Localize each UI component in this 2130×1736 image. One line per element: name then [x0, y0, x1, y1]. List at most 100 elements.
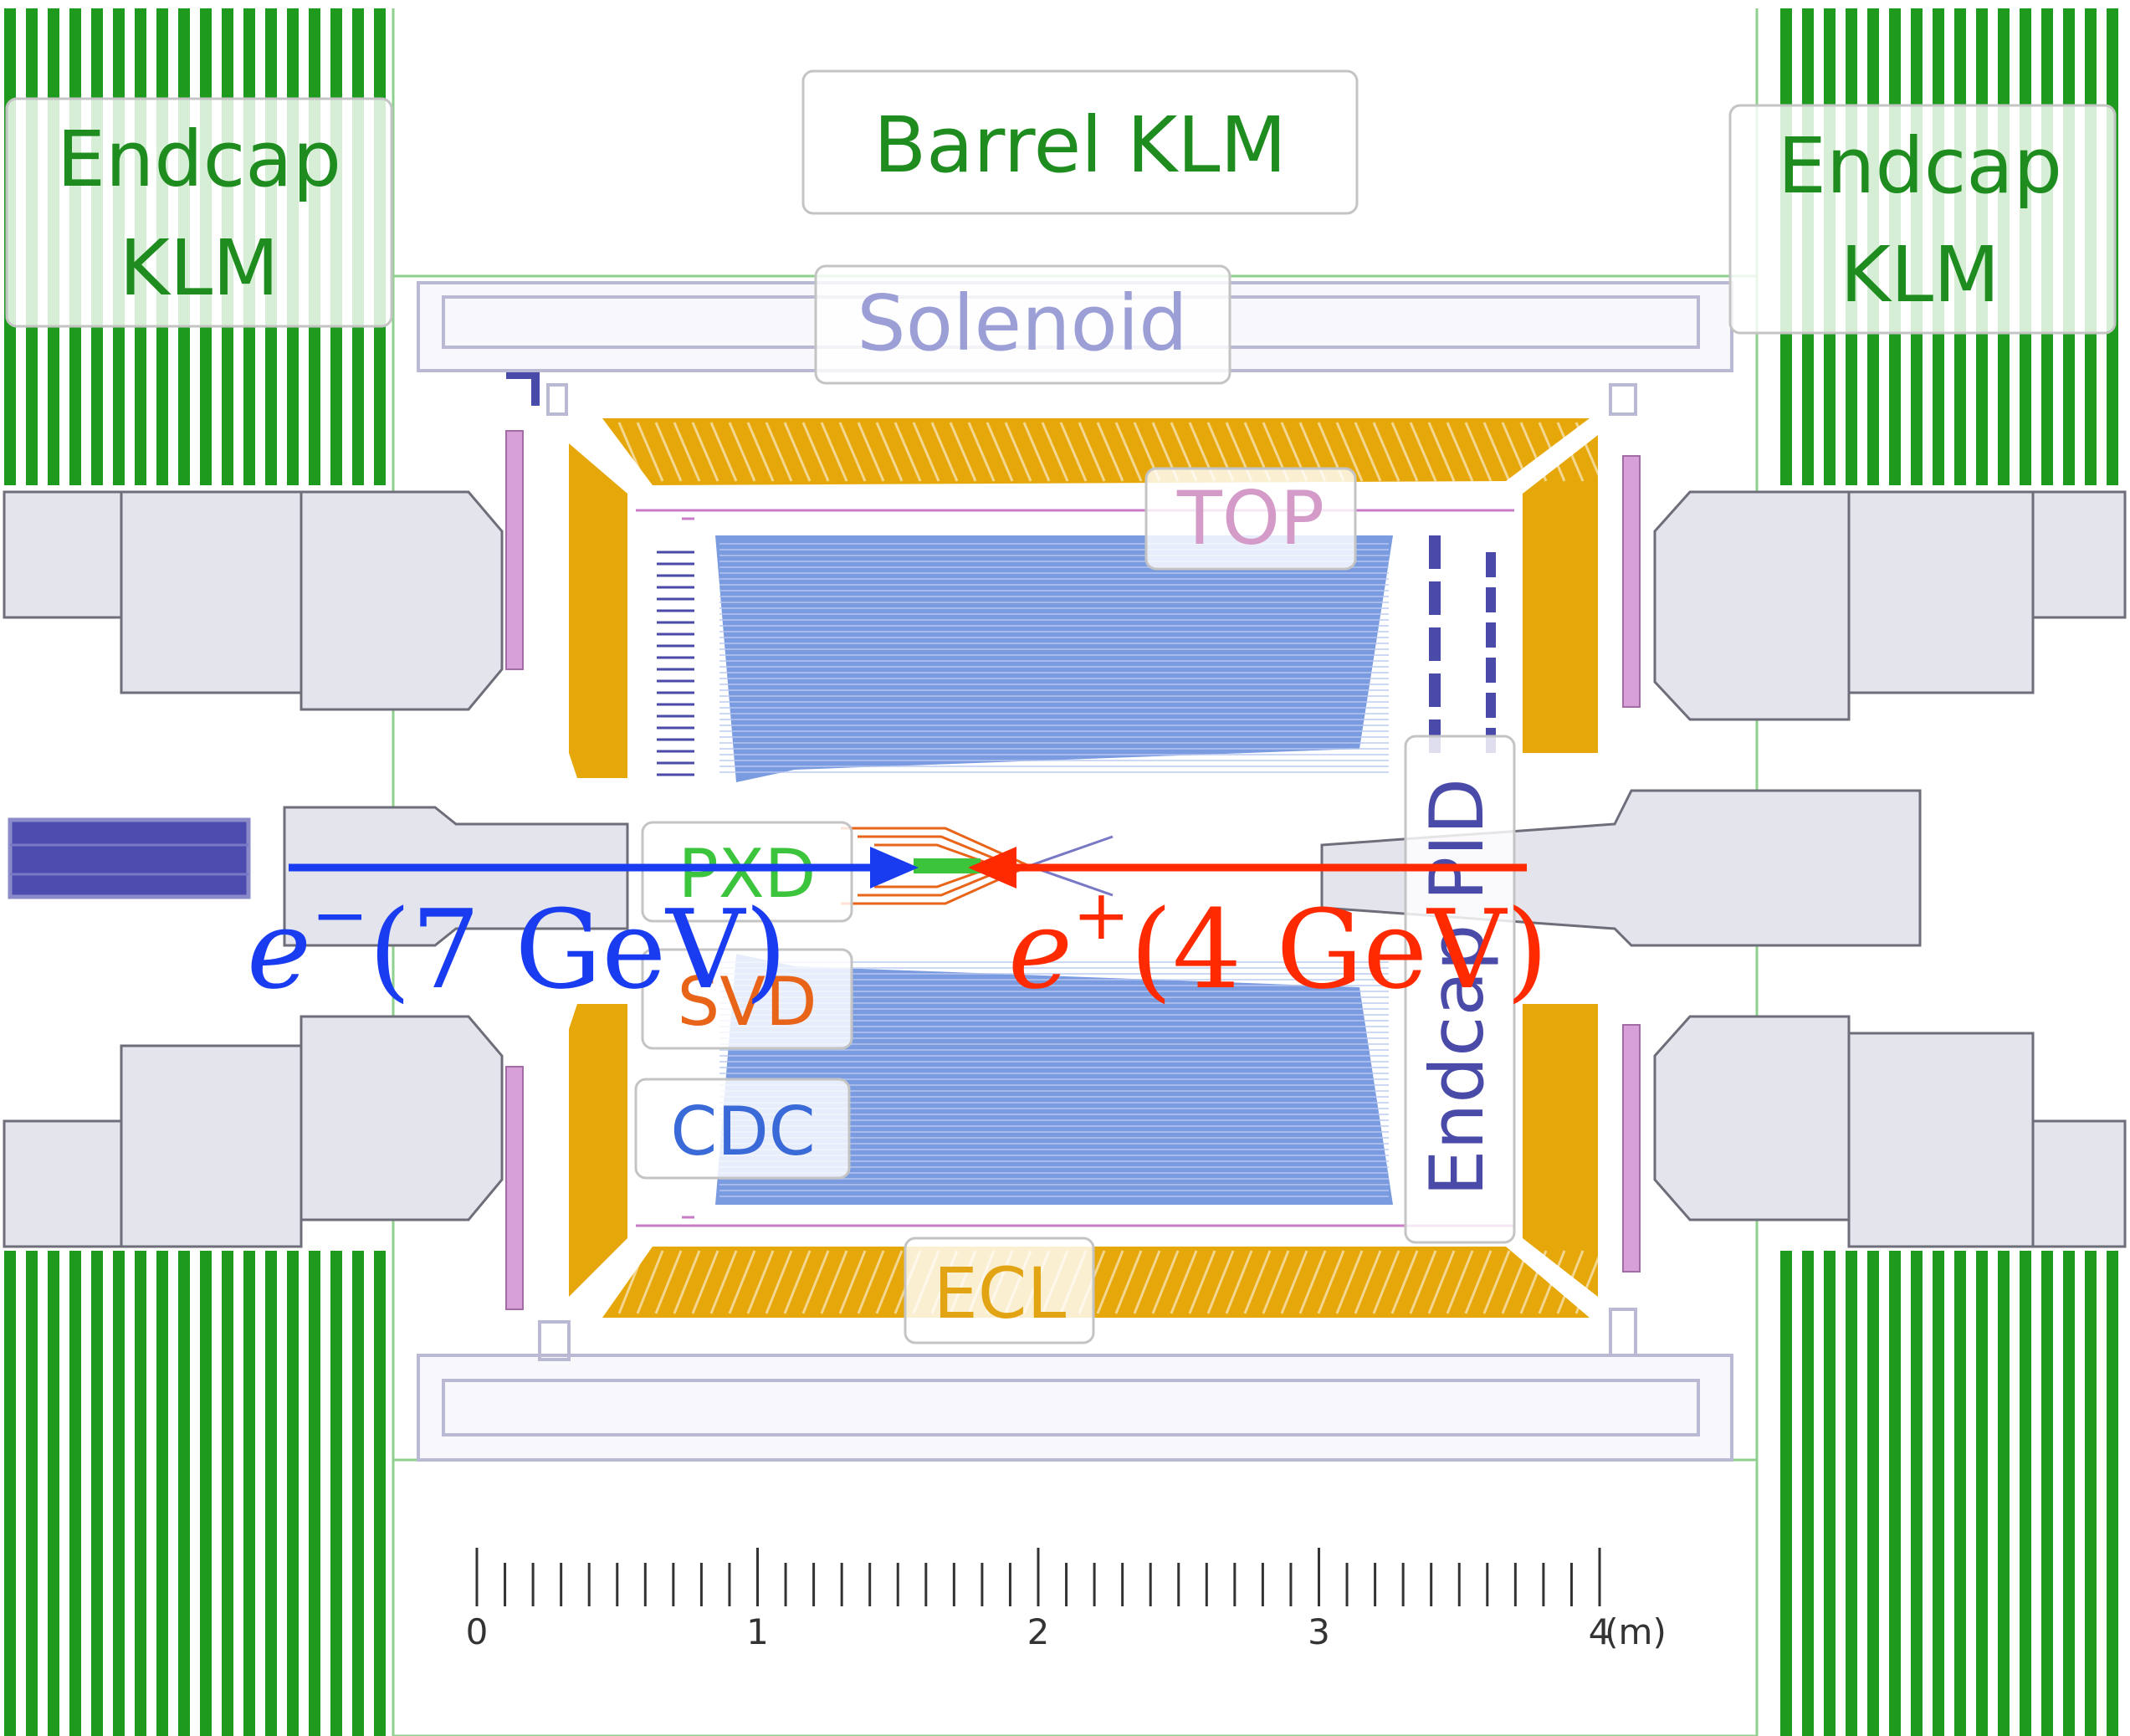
ecl-crystal-line [1556, 422, 1585, 482]
ecl-crystal-line [930, 422, 959, 482]
label-boxes [5, 69, 2117, 1344]
electron-energy: (7 GeV) [369, 886, 787, 1013]
klm-layer-stripe [69, 1251, 81, 1736]
ecl-crystal-line [1335, 1250, 1364, 1314]
positron-beam-label: e+(4 GeV) [1008, 876, 1549, 1013]
ecl-crystal-line [912, 422, 940, 482]
positron-energy: (4 GeV) [1130, 886, 1549, 1013]
ecl-crystal-line [673, 422, 701, 482]
ecl-crystal-line [1574, 422, 1603, 482]
ecl-crystal-line [986, 422, 1014, 482]
klm-layer-stripe [178, 1251, 190, 1736]
ecl-crystal-line [1409, 1250, 1437, 1314]
klm-layer-stripe [1867, 1251, 1879, 1736]
beam-pipe-left [8, 817, 251, 899]
scale-tick-label: 2 [1027, 1611, 1050, 1652]
ecl-crystal-line [1096, 1250, 1124, 1314]
ecl-crystal-line [1574, 1250, 1603, 1314]
endcap-klm-bottom-left [4, 1251, 386, 1736]
klm-layer-stripe [1846, 1251, 1857, 1736]
klm-layer-stripe [1998, 1251, 2010, 1736]
ecl-crystal-line [765, 1250, 793, 1314]
endcap-klm-left-label-line1: Endcap [57, 115, 341, 204]
ecl-crystal-line [1298, 1250, 1327, 1314]
klm-layer-stripe [2085, 1251, 2097, 1736]
ecl-crystal-line [1427, 422, 1456, 482]
ecl-crystal-line [636, 422, 664, 482]
ecl-label: ECL [934, 1252, 1067, 1334]
ecl-crystal-line [967, 422, 996, 482]
klm-layer-stripe [4, 1251, 16, 1736]
ecl-crystal-line [1317, 1250, 1345, 1314]
ecl-crystal-line [1225, 1250, 1253, 1314]
klm-layer-stripe [1911, 1251, 1923, 1736]
ecl-crystal-line [1022, 422, 1051, 482]
klm-layer-stripe [1976, 1251, 1988, 1736]
ecl-crystal-line [1151, 1250, 1180, 1314]
klm-layer-stripe [2063, 1251, 2075, 1736]
pink-end-plates [505, 430, 1641, 1310]
left-endcap-blocks [3, 490, 629, 1248]
ecl-crystal-line [838, 1250, 867, 1314]
ecl-crystal-line [728, 422, 756, 482]
endcap-klm-left-label-line2: KLM [120, 223, 279, 313]
electron-symbol: e [247, 886, 311, 1013]
electron-beam-arrow [289, 847, 919, 888]
endcap-pid-label: Endcap PID [1414, 778, 1500, 1196]
klm-layer-stripe [135, 1251, 146, 1736]
ecl-crystal-line [1501, 422, 1529, 482]
scale-tick-label: 0 [466, 1611, 489, 1652]
ecl-crystal-line [1078, 422, 1106, 482]
klm-layer-stripe [2107, 1251, 2118, 1736]
ecl-crystal-line [1354, 1250, 1382, 1314]
positron-charge: + [1073, 876, 1130, 955]
ecl-crystal-line [1482, 422, 1511, 482]
klm-layer-stripe [156, 1251, 168, 1736]
klm-layer-stripe [1889, 1251, 1901, 1736]
ecl-crystal-line [801, 422, 830, 482]
ecl-crystal-line [1556, 1250, 1585, 1314]
klm-layer-stripe [352, 1251, 364, 1736]
ecl-crystal-line [1170, 1250, 1198, 1314]
klm-layer-stripe [374, 1251, 386, 1736]
ecl-crystal-line [1446, 422, 1474, 482]
ecl-crystal-line [1243, 1250, 1272, 1314]
ecl-crystal-line [1427, 1250, 1456, 1314]
scale-tick-label: 1 [746, 1611, 769, 1652]
ecl-crystal-line [893, 422, 922, 482]
cdc-label: CDC [670, 1093, 815, 1170]
klm-layer-stripe [243, 1251, 255, 1736]
klm-layer-stripe [1802, 1251, 1814, 1736]
top-label: TOP [1176, 475, 1324, 561]
klm-layer-stripe [48, 1251, 59, 1736]
ecl-crystal-line [636, 1250, 664, 1314]
positron-symbol: e [1008, 886, 1073, 1013]
klm-layer-stripe [1780, 1251, 1792, 1736]
klm-layer-stripe [309, 1251, 320, 1736]
solenoid-bottom [417, 1354, 1733, 1462]
ecl-crystal-line [820, 1250, 848, 1314]
positron-beam-arrow [968, 847, 1527, 888]
ecl-crystal-line [1096, 422, 1124, 482]
klm-layer-stripe [265, 1251, 277, 1736]
ecl-crystal-line [728, 1250, 756, 1314]
ecl-crystal-line [1262, 1250, 1290, 1314]
inner-support-lines [636, 509, 1514, 1227]
svd-label: SVD [677, 963, 817, 1041]
endcap-klm-bottom-right [1780, 1251, 2118, 1736]
solenoid-label: Solenoid [857, 279, 1187, 368]
ecl-crystal-line [1280, 1250, 1308, 1314]
pxd-label: PXD [678, 835, 817, 913]
klm-layer-stripe [222, 1251, 233, 1736]
klm-layer-stripe [113, 1251, 125, 1736]
ecl-crystal-line [1372, 1250, 1400, 1314]
ecl-crystal-line [691, 1250, 719, 1314]
klm-layer-stripe [200, 1251, 212, 1736]
klm-layer-stripe [26, 1251, 38, 1736]
ecl-crystal-line [949, 422, 977, 482]
ecl-crystal-line [673, 1250, 701, 1314]
pxd-detector [914, 858, 981, 873]
ecl-crystal-line [617, 1250, 646, 1314]
ecl-crystal-line [1114, 1250, 1143, 1314]
